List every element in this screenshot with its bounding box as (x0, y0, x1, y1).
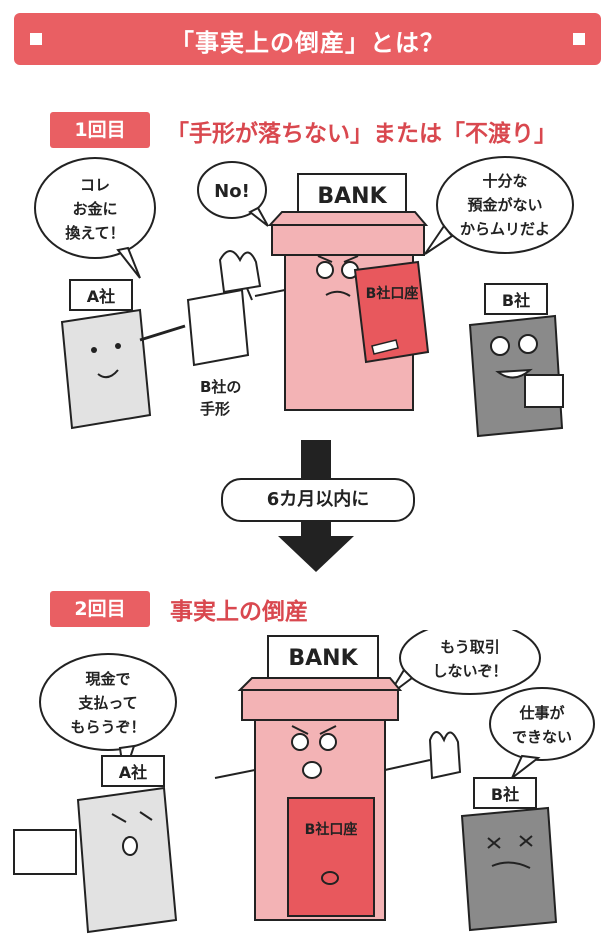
account-book-label: B社口座 (366, 285, 419, 302)
bubble-b2-line2: できない (512, 728, 572, 746)
step2-tag: 2回目 (50, 591, 150, 627)
transition-label: 6カ月以内に (221, 478, 415, 522)
bubble-bank-no-text: No! (214, 181, 250, 202)
company-a-sign-2: A社 (119, 763, 147, 782)
account-book: B社口座 (353, 260, 430, 364)
step1-heading: 「手形が落ちない」または「不渡り」 (166, 121, 557, 147)
account-book-label-2: B社口座 (305, 821, 358, 838)
title-banner: 「事実上の倒産」とは？ (14, 13, 601, 65)
bubble-company-a-2: 現金で 支払って もらうぞ！ (39, 653, 177, 777)
note-label-line2: 手形 (200, 400, 230, 418)
bubble-company-b-2: 仕事が できない (489, 687, 595, 779)
bubble-funds-line1: 十分な (482, 172, 527, 190)
company-b-character-2: B社 (460, 777, 558, 932)
bubble-company-a: コレ お金に 換えて！ (34, 157, 156, 279)
down-arrow-icon (278, 536, 354, 572)
banner-square-right (573, 33, 585, 45)
bubble-a-line3: 換えて！ (65, 224, 124, 242)
bank-sign-2: BANK (288, 646, 358, 671)
bubble-funds-line2: 預金がない (467, 196, 542, 214)
company-b-character: B社 (468, 283, 564, 438)
step1-illustration: コレ お金に 換えて！ No! 十分な 預金がない からムリだよ A社 B社の … (34, 156, 574, 438)
note-label-line1: B社の (200, 378, 241, 396)
company-a-character: A社 (60, 279, 186, 430)
bubble-a2-line3: もらうぞ！ (70, 718, 145, 736)
bubble-bank-2: もう取引 しないぞ！ (387, 630, 541, 697)
bank-character: BANK (218, 173, 429, 411)
company-b-sign: B社 (502, 291, 530, 310)
bubble-bank2-line1: もう取引 (440, 638, 500, 656)
bank-sign: BANK (317, 184, 387, 209)
step1-tag: 1回目 (50, 112, 150, 148)
banner-square-left (30, 33, 42, 45)
bubble-bank-no: No! (197, 161, 269, 227)
company-b-sign-2: B社 (491, 785, 519, 804)
promissory-note: B社の 手形 (186, 288, 250, 418)
bubble-funds-line3: からムリだよ (460, 220, 550, 238)
page-title: 「事実上の倒産」とは？ (170, 29, 445, 57)
bubble-a-line2: お金に (72, 200, 117, 218)
step2-heading: 事実上の倒産 (170, 599, 308, 625)
company-a-sign: A社 (87, 287, 115, 306)
step2-illustration: 現金で 支払って もらうぞ！ もう取引 しないぞ！ 仕事が できない A社 BA… (13, 630, 595, 934)
bubble-bank-funds: 十分な 預金がない からムリだよ (424, 156, 574, 255)
bubble-a2-line2: 支払って (77, 694, 137, 712)
bubble-a2-line1: 現金で (85, 670, 130, 688)
account-book-2: B社口座 (287, 797, 375, 917)
company-a-character-2: A社 (13, 755, 178, 934)
bubble-a-line1: コレ (80, 176, 110, 194)
bubble-b2-line1: 仕事が (518, 704, 565, 722)
bubble-bank2-line2: しないぞ！ (432, 662, 507, 680)
